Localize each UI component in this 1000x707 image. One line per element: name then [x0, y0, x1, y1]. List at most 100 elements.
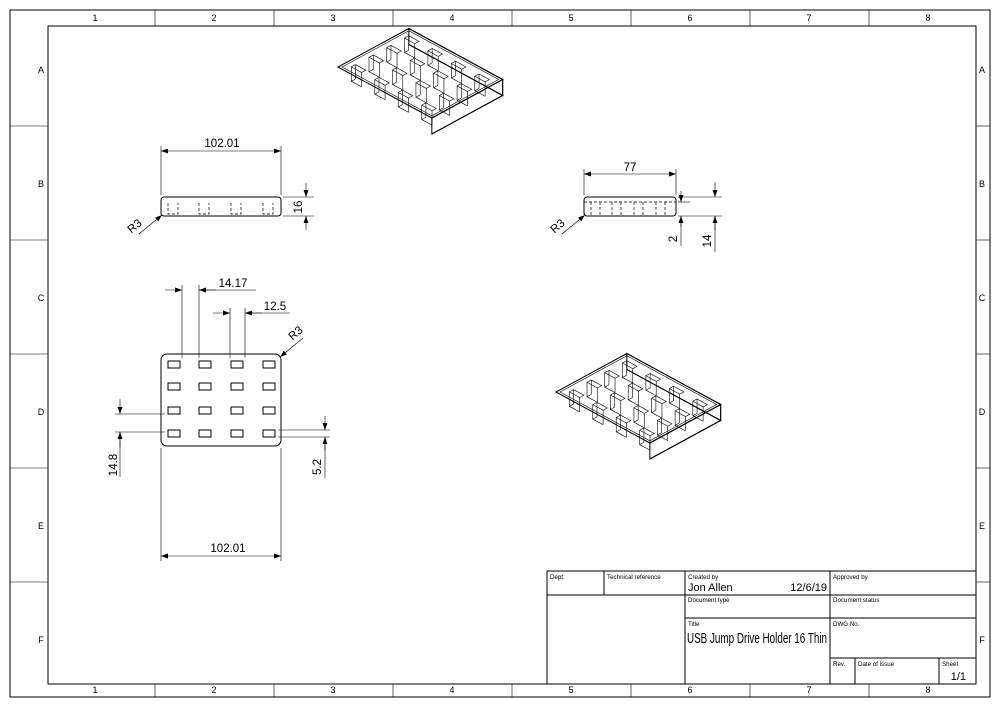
- front-view-hidden-slots: [167, 203, 274, 215]
- front-radius-label: R3: [126, 217, 145, 236]
- top-view-slot: [198, 382, 212, 391]
- iso-pocket-floor: [609, 406, 621, 416]
- iso-pocket-floor: [421, 116, 433, 126]
- top-width-dimension: [160, 448, 282, 561]
- col-label-bottom: 1: [92, 685, 97, 695]
- col-label-bottom: 8: [925, 685, 930, 695]
- top-row-pitch-dimension: [115, 399, 165, 477]
- sheet-number: 1/1: [951, 671, 966, 683]
- top-view-slot: [262, 382, 276, 391]
- document-status-label: Document status: [833, 597, 879, 604]
- side-radius-label: R3: [549, 217, 568, 236]
- iso-pocket-floor: [350, 78, 362, 88]
- top-slot-height-dimension: [278, 416, 330, 478]
- top-slot-label: 12.5: [264, 301, 286, 313]
- iso-pocket-floor: [639, 441, 651, 451]
- top-view-slot: [198, 360, 212, 369]
- iso-pocket-rim: [427, 48, 444, 57]
- col-label-top: 1: [92, 13, 97, 23]
- iso-pocket-floor: [368, 69, 380, 78]
- approved-by-label: Approved by: [833, 574, 869, 581]
- dept-label: Dept.: [550, 574, 565, 581]
- document-type-label: Document type: [688, 597, 730, 604]
- iso-pocket-floor: [668, 400, 680, 409]
- iso-pocket-rim: [656, 417, 673, 427]
- iso-pocket-rim: [403, 35, 420, 44]
- top-radius-label: R3: [287, 324, 306, 343]
- iso-pocket-floor: [621, 374, 633, 384]
- iso-pocket-floor: [391, 81, 403, 91]
- top-view-slots: [167, 360, 276, 438]
- top-row-pitch-label: 14.8: [108, 454, 120, 476]
- iso-side-face: [649, 403, 722, 460]
- side-height-dimension: [678, 182, 722, 252]
- zone-labels: 1 2 3 4 5 6 7 8 1 2 3 4 5 6 7 8 A B C D …: [38, 13, 986, 695]
- drawing-frame: [47, 25, 977, 685]
- iso-side-face: [431, 78, 504, 135]
- isometric-view-upper: [336, 27, 504, 135]
- iso-pocket-rim: [692, 398, 709, 408]
- top-pitch-label: 14.17: [219, 278, 248, 290]
- iso-pocket-rim: [627, 382, 644, 392]
- iso-pocket-floor: [586, 394, 598, 403]
- row-label-left: C: [38, 293, 45, 303]
- side-view-outline: [583, 196, 677, 217]
- iso-pocket-rim: [615, 414, 632, 424]
- iso-pocket-rim: [386, 45, 402, 54]
- title-block-frame: [546, 570, 977, 685]
- front-height-dimension: [283, 183, 314, 230]
- iso-pocket-floor: [592, 416, 604, 425]
- iso-pocket-floor: [568, 403, 580, 413]
- iso-pocket-floor: [627, 397, 639, 406]
- row-label-left: F: [38, 635, 44, 645]
- col-label-bottom: 6: [687, 685, 692, 695]
- row-label-right: D: [979, 407, 986, 417]
- side-height-label: 14: [702, 234, 714, 247]
- iso-pocket-rim: [645, 373, 662, 382]
- iso-pocket-floor: [374, 91, 386, 100]
- col-label-top: 4: [449, 13, 454, 23]
- iso-pocket-rim: [409, 57, 426, 67]
- zone-ticks: [10, 10, 990, 697]
- col-label-bottom: 5: [568, 685, 573, 695]
- iso-pocket-rim: [450, 60, 467, 70]
- col-label-bottom: 4: [449, 685, 454, 695]
- sheet-label: Sheet: [942, 661, 958, 668]
- top-view-slot: [230, 360, 244, 369]
- row-label-left: B: [38, 179, 44, 189]
- row-label-left: E: [38, 521, 44, 531]
- col-label-top: 6: [687, 13, 692, 23]
- top-view-slot: [167, 382, 181, 391]
- row-label-left: A: [38, 65, 44, 75]
- iso-pocket-floor: [651, 409, 663, 419]
- iso-top-face: [336, 27, 504, 119]
- top-view-slot: [230, 429, 244, 438]
- front-view: 102.01 16 R3: [126, 138, 314, 236]
- top-view-slot: [230, 406, 244, 415]
- col-label-bottom: 7: [806, 685, 811, 695]
- iso-pocket-rim: [438, 92, 455, 102]
- iso-pocket-floor: [645, 387, 657, 397]
- col-label-top: 5: [568, 13, 573, 23]
- side-width-label: 77: [624, 162, 637, 174]
- top-slot-height-label: 5.2: [312, 459, 324, 475]
- title-label: Title: [688, 621, 700, 628]
- top-width-label: 102.01: [210, 543, 245, 555]
- iso-pocket-floor: [615, 429, 627, 438]
- iso-pocket-rim: [397, 89, 414, 99]
- col-label-top: 3: [330, 13, 335, 23]
- front-radius-leader: [138, 214, 163, 235]
- iso-pocket-rim: [609, 392, 626, 401]
- iso-pocket-rim: [374, 77, 390, 86]
- iso-pocket-rim: [621, 360, 638, 369]
- top-view-slot: [262, 360, 276, 369]
- iso-pocket-rim: [391, 67, 408, 76]
- row-label-left: D: [38, 407, 45, 417]
- col-label-bottom: 3: [330, 685, 335, 695]
- top-view-slot: [262, 406, 276, 415]
- top-radius-leader: [279, 337, 304, 358]
- col-label-top: 8: [925, 13, 930, 23]
- iso-pocket-rim: [639, 427, 655, 437]
- side-width-dimension: [583, 169, 677, 195]
